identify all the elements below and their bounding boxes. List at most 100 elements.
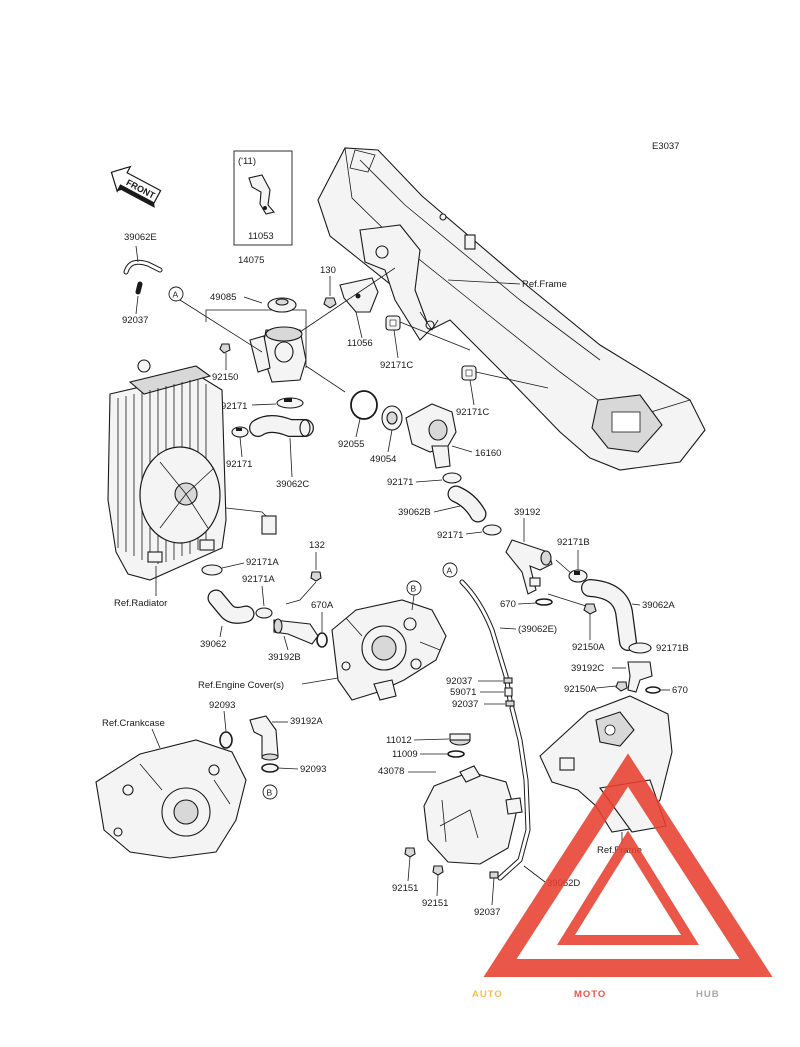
label-92171B-a: 92171B (557, 537, 590, 548)
clamp-92171-c-part (442, 472, 462, 484)
clamp-92171B-b-part (628, 642, 652, 654)
clamp-92037-mid2-part (505, 700, 515, 707)
label-92171C-b: 92171C (456, 407, 489, 418)
clamp-92037-bottom-part (489, 871, 499, 879)
callout-B-bottom: B (267, 788, 273, 798)
label-92171-d: 92171 (437, 530, 463, 541)
bolt-92151-a-part (404, 847, 416, 858)
callout-A-mid-icon (442, 562, 458, 578)
label-92171A-a: 92171A (246, 557, 279, 568)
o-ring-670-b-part (645, 686, 661, 694)
reserve-tank-43078-part (423, 765, 523, 865)
label-670: 670 (500, 599, 516, 610)
clamp-92037-mid-part (503, 677, 513, 684)
label-92171B-b: 92171B (656, 643, 689, 654)
hose-39062E-part (123, 259, 163, 295)
watermark-hub: HUB (696, 989, 720, 1000)
clamp-92171-b-part (231, 426, 249, 438)
bolt-92150-part (219, 343, 231, 354)
label-92055: 92055 (338, 439, 364, 450)
label-39062E: 39062E (124, 232, 157, 243)
o-ring-92093-a-part (219, 731, 233, 749)
label-39062B: 39062B (398, 507, 431, 518)
clamp-92171C-b-part (461, 365, 477, 381)
callout-A-mid: A (447, 566, 453, 576)
label-92151-a: 92151 (392, 883, 418, 894)
pipe-39192B-part (273, 618, 319, 645)
pipe-39192-part (505, 539, 553, 595)
hose-39062-part (207, 589, 255, 624)
clamp-92171A-a-part (201, 564, 223, 576)
label-59071: 59071 (450, 687, 476, 698)
callout-A-top: A (173, 290, 179, 300)
label-92093-a: 92093 (209, 700, 235, 711)
cap-11012-part (449, 733, 471, 746)
o-ring-92093-b-part (261, 763, 279, 773)
filler-neck-14075-part (249, 326, 307, 383)
label-92171A-b: 92171A (242, 574, 275, 585)
label-92037-top: 92037 (122, 315, 148, 326)
radiator-cap-49085-part (267, 297, 297, 313)
label-16160: 16160 (475, 448, 501, 459)
label-670A: 670A (311, 600, 334, 611)
pipe-39192A-part (249, 715, 279, 761)
label-92037-mid: 92037 (446, 676, 472, 687)
label-39192C: 39192C (571, 663, 604, 674)
label-130: 130 (320, 265, 336, 276)
label-49054: 49054 (370, 454, 396, 465)
callout-B-bottom-icon (262, 784, 278, 800)
clamp-92171B-a-part (568, 569, 588, 583)
year-note-box (233, 150, 293, 246)
ref-radiator: Ref.Radiator (114, 598, 167, 609)
label-39062C: 39062C (276, 479, 309, 490)
crankcase-part (95, 739, 247, 859)
engine-cover-part (331, 599, 447, 701)
label-92093-b: 92093 (300, 764, 326, 775)
label-92171C-a: 92171C (380, 360, 413, 371)
bolt-92150A-b-part (615, 681, 628, 692)
label-11053: 11053 (248, 231, 274, 242)
callout-B-top: B (411, 584, 417, 594)
label-14075: 14075 (238, 255, 264, 266)
watermark-triangle-icon (483, 753, 773, 977)
label-92037-bottom: 92037 (474, 907, 500, 918)
pipe-39192C-part (627, 661, 653, 693)
thermostat-49054-part (381, 405, 403, 431)
ref-frame-top: Ref.Frame (522, 279, 567, 290)
bolt-130-part (323, 297, 337, 309)
hose-lower-segment-part (497, 705, 531, 881)
radiator-part (107, 359, 277, 581)
thermostat-housing-16160-part (405, 403, 457, 469)
label-92171-a: 92171 (221, 401, 247, 412)
label-39192A: 39192A (290, 716, 323, 727)
clamp-92171-a-part (276, 397, 304, 409)
label-670-b: 670 (672, 685, 688, 696)
label-92151-b: 92151 (422, 898, 448, 909)
label-43078: 43078 (378, 766, 404, 777)
bracket-11053-part (248, 174, 275, 215)
label-11012: 11012 (386, 735, 412, 746)
hose-39062C-part (249, 415, 314, 437)
watermark-logo: AUTO MOTO HUB (472, 753, 773, 1000)
diagram-code: E3037 (652, 141, 679, 152)
hose-39062B-part (447, 485, 487, 523)
watermark-auto: AUTO (472, 989, 503, 1000)
label-92171-c: 92171 (387, 477, 413, 488)
o-ring-92055-part (350, 390, 378, 420)
clamp-92171-d-part (482, 524, 502, 536)
label-39062E-paren: (39062E) (518, 624, 557, 635)
label-49085: 49085 (210, 292, 236, 303)
label-92037-mid2: 92037 (452, 699, 478, 710)
label-39192B: 39192B (268, 652, 301, 663)
label-92150A-b: 92150A (564, 684, 597, 695)
clamp-92171C-a-part (385, 315, 401, 331)
year-note: ('11) (238, 156, 256, 167)
label-39192: 39192 (514, 507, 540, 518)
label-11056: 11056 (347, 338, 373, 349)
watermark-moto: MOTO (574, 989, 606, 1000)
bolt-132-part (310, 571, 322, 582)
o-ring-670A-part (316, 632, 328, 648)
joint-59071-part (504, 687, 513, 697)
bolt-92150A-a-part (583, 603, 597, 615)
